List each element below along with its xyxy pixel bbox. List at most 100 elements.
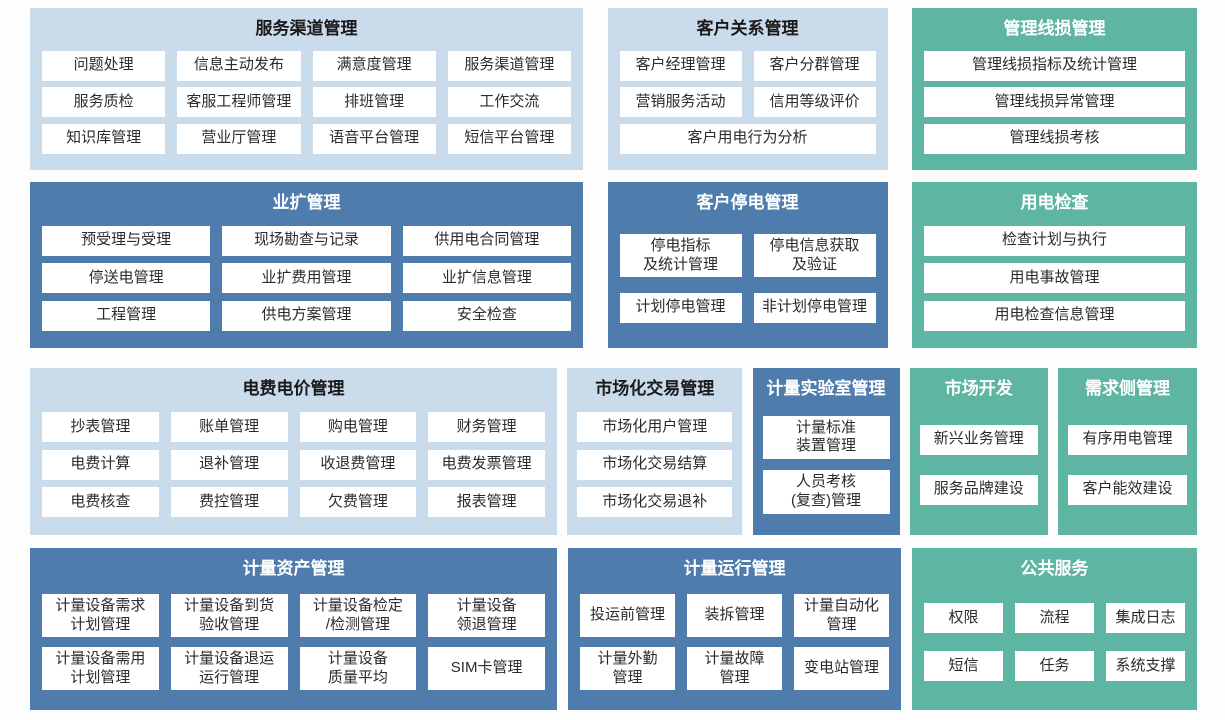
module-item: 知识库管理 [42,123,166,154]
block-market-trading-management: 市场化交易管理 市场化用户管理市场化交易结算市场化交易退补 [567,368,743,535]
module-row: 有序用电管理 [1068,424,1187,455]
block-items: 检查计划与执行用电事故管理用电检查信息管理 [912,218,1197,340]
module-item: 计量标准 装置管理 [762,415,890,460]
module-item: 满意度管理 [312,50,436,81]
grid-row-3: 电费电价管理 抄表管理账单管理购电管理财务管理电费计算退补管理收退费管理电费发票… [30,368,1197,535]
module-item: 工作交流 [447,87,571,118]
module-item: 工程管理 [42,300,211,331]
block-electricity-inspection: 用电检查 检查计划与执行用电事故管理用电检查信息管理 [912,182,1197,348]
module-item: 账单管理 [170,412,288,443]
module-item: 计量设备到货 验收管理 [170,593,288,638]
block-line-loss-management: 管理线损管理 管理线损指标及统计管理管理线损异常管理管理线损考核 [912,8,1197,170]
module-item: 计量设备退运 运行管理 [170,646,288,691]
module-item: 计量自动化 管理 [794,593,889,638]
module-row: 知识库管理营业厅管理语音平台管理短信平台管理 [42,123,571,154]
block-title: 计量资产管理 [242,559,345,578]
block-items: 计量标准 装置管理人员考核 (复查)管理 [753,404,900,527]
block-billing-pricing-management: 电费电价管理 抄表管理账单管理购电管理财务管理电费计算退补管理收退费管理电费发票… [30,368,557,535]
block-business-expansion-management: 业扩管理 预受理与受理现场勘查与记录供用电合同管理停送电管理业扩费用管理业扩信息… [30,182,583,348]
module-item: 抄表管理 [42,412,159,443]
module-row: 权限流程集成日志 [924,602,1185,633]
block-metering-lab-management: 计量实验室管理 计量标准 装置管理人员考核 (复查)管理 [752,368,900,535]
module-row: 管理线损指标及统计管理 [924,50,1185,81]
grid-row-4: 计量资产管理 计量设备需求 计划管理计量设备到货 验收管理计量设备检定 /检测管… [30,548,1197,710]
module-item: 费控管理 [170,487,288,518]
module-row: 检查计划与执行 [924,225,1185,256]
module-item: 电费发票管理 [428,449,545,480]
module-item: 新兴业务管理 [919,424,1038,455]
block-items: 权限流程集成日志短信任务系统支撑 [912,584,1197,702]
module-item: 报表管理 [428,487,545,518]
block-title: 管理线损管理 [1003,19,1106,38]
module-item: 财务管理 [428,412,545,443]
module-item: 短信 [924,651,1003,682]
module-item: 欠费管理 [299,487,417,518]
module-item: 计量设备需求 计划管理 [42,593,159,638]
block-title: 业扩管理 [272,193,341,212]
module-row: 电费计算退补管理收退费管理电费发票管理 [42,449,545,480]
module-item: 计划停电管理 [619,292,742,323]
module-item: 排班管理 [312,87,436,118]
module-item: 电费核查 [42,487,159,518]
module-item: 预受理与受理 [42,225,211,256]
module-item: 市场化交易退补 [577,487,733,518]
module-item: 客户经理管理 [619,50,742,81]
module-item: 营业厅管理 [177,123,301,154]
module-item: 收退费管理 [299,449,417,480]
module-row: 客户能效建设 [1068,474,1187,505]
block-title: 客户关系管理 [696,19,799,38]
module-row: 计量设备需求 计划管理计量设备到货 验收管理计量设备检定 /检测管理计量设备 领… [42,593,545,638]
block-items: 停电指标 及统计管理停电信息获取 及验证计划停电管理非计划停电管理 [608,218,888,340]
block-items: 市场化用户管理市场化交易结算市场化交易退补 [567,404,742,527]
module-item: 语音平台管理 [312,123,436,154]
grid-row-1: 服务渠道管理 问题处理信息主动发布满意度管理服务渠道管理服务质检客服工程师管理排… [30,8,1197,170]
module-item: 任务 [1015,651,1094,682]
module-item: 检查计划与执行 [924,225,1185,256]
module-item: 人员考核 (复查)管理 [762,470,890,514]
module-row: 短信任务系统支撑 [924,651,1185,682]
module-item: 投运前管理 [580,593,675,638]
module-row: 客户用电行为分析 [619,123,876,154]
block-metering-assets-management: 计量资产管理 计量设备需求 计划管理计量设备到货 验收管理计量设备检定 /检测管… [30,548,557,710]
module-row: 计划停电管理非计划停电管理 [619,292,876,323]
module-item: 退补管理 [170,449,288,480]
module-item: 有序用电管理 [1068,424,1187,455]
module-row: 服务质检客服工程师管理排班管理工作交流 [42,87,571,118]
module-row: 市场化交易结算 [577,449,733,480]
block-items: 抄表管理账单管理购电管理财务管理电费计算退补管理收退费管理电费发票管理电费核查费… [30,404,557,527]
module-item: 信息主动发布 [177,50,301,81]
module-item: 计量外勤 管理 [580,646,675,691]
block-items: 预受理与受理现场勘查与记录供用电合同管理停送电管理业扩费用管理业扩信息管理工程管… [30,218,583,340]
module-item: 客户能效建设 [1068,474,1187,505]
block-demand-side-management: 需求侧管理 有序用电管理客户能效建设 [1058,368,1197,535]
module-item: 供电方案管理 [222,300,391,331]
module-item: 业扩费用管理 [222,263,391,294]
module-row: 问题处理信息主动发布满意度管理服务渠道管理 [42,50,571,81]
module-row: 人员考核 (复查)管理 [762,470,890,514]
block-market-development: 市场开发 新兴业务管理服务品牌建设 [909,368,1048,535]
block-title: 用电检查 [1020,193,1089,212]
module-row: 市场化交易退补 [577,487,733,518]
module-item: 计量设备 领退管理 [428,593,545,638]
module-item: 变电站管理 [794,646,889,691]
module-row: 管理线损考核 [924,123,1185,154]
module-item: 购电管理 [299,412,417,443]
module-item: 问题处理 [42,50,166,81]
block-service-channel-management: 服务渠道管理 问题处理信息主动发布满意度管理服务渠道管理服务质检客服工程师管理排… [30,8,583,170]
module-row: 计量外勤 管理计量故障 管理变电站管理 [580,646,889,691]
block-public-services: 公共服务 权限流程集成日志短信任务系统支撑 [912,548,1197,710]
module-row: 市场化用户管理 [577,412,733,443]
module-item: 业扩信息管理 [402,263,571,294]
module-item: 装拆管理 [687,593,782,638]
module-row: 预受理与受理现场勘查与记录供用电合同管理 [42,225,571,256]
module-row: 服务品牌建设 [919,474,1038,505]
block-metering-operation-management: 计量运行管理 投运前管理装拆管理计量自动化 管理计量外勤 管理计量故障 管理变电… [568,548,901,710]
module-item: 服务质检 [42,87,166,118]
block-items: 问题处理信息主动发布满意度管理服务渠道管理服务质检客服工程师管理排班管理工作交流… [30,44,583,162]
module-item: 计量故障 管理 [687,646,782,691]
module-item: 营销服务活动 [619,87,742,118]
block-title: 公共服务 [1020,559,1089,578]
block-items: 计量设备需求 计划管理计量设备到货 验收管理计量设备检定 /检测管理计量设备 领… [30,584,557,702]
module-item: SIM卡管理 [428,646,545,691]
module-item: 计量设备 质量平均 [299,646,417,691]
